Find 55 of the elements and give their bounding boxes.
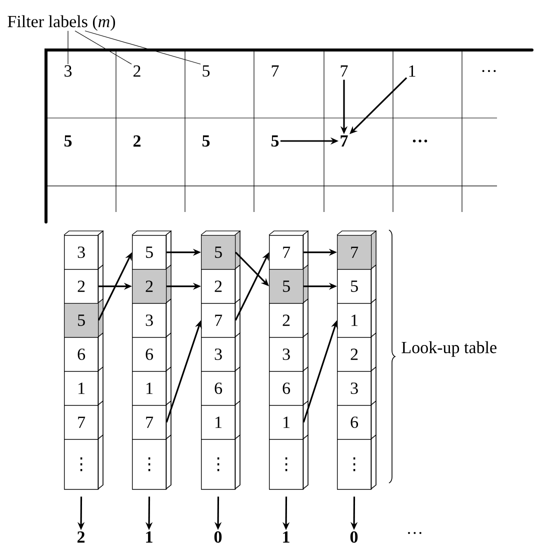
result-value: 5 — [64, 135, 72, 147]
result-value: … — [412, 140, 428, 142]
table-entry: ⋮ — [132, 434, 172, 490]
result-value: 0 — [350, 531, 358, 543]
table-value: 7 — [272, 65, 279, 77]
table-entry: 6 — [201, 366, 240, 406]
table-entry: ⋮ — [337, 434, 376, 490]
table-entry: 7 — [132, 400, 172, 440]
table-value: 3 — [64, 65, 72, 77]
table-value: 7 — [340, 65, 348, 77]
table-entry: 6 — [64, 332, 104, 372]
table-entry: 2 — [337, 332, 376, 372]
table-entry: 3 — [132, 298, 172, 338]
table-entry: ⋮ — [269, 434, 308, 490]
table-entry: 6 — [337, 400, 376, 440]
table-entry: 5 — [337, 264, 376, 304]
result-value: 5 — [271, 135, 279, 147]
result-value: 2 — [133, 135, 141, 147]
table-entry: 1 — [201, 400, 240, 440]
table-entry: 7 — [64, 400, 104, 440]
result-value: 0 — [214, 531, 222, 543]
table-entry: 6 — [269, 366, 308, 406]
ellipsis: … — [408, 532, 422, 534]
table-entry: 1 — [132, 366, 172, 406]
result-value: 1 — [283, 531, 290, 543]
table-entry: 6 — [132, 332, 172, 372]
result-value: 2 — [77, 531, 85, 543]
table-entry: 3 — [201, 332, 240, 372]
brace-label: Look-up table — [402, 341, 496, 357]
table-value: 2 — [134, 65, 140, 77]
result-value: 7 — [340, 135, 348, 147]
table-entry: 5 — [269, 264, 308, 304]
table-entry: ⋮ — [201, 434, 240, 490]
table-entry: 2 — [269, 298, 308, 338]
table-entry: 2 — [201, 264, 240, 304]
leader-line — [84, 30, 201, 64]
table-entry: 5 — [201, 230, 240, 270]
result-value: 5 — [202, 135, 210, 147]
table-value: 5 — [202, 65, 210, 77]
table-entry: 1 — [337, 298, 376, 338]
table-entry: 7 — [337, 230, 376, 270]
table-entry: 1 — [64, 366, 104, 406]
result-value: 1 — [146, 531, 152, 543]
leader-line — [74, 30, 132, 64]
table-entry: 3 — [269, 332, 308, 372]
title-label: Filter labels (m) — [8, 15, 116, 31]
table-entry: 3 — [337, 366, 376, 406]
table-entry: 7 — [201, 298, 240, 338]
table-entry: 1 — [269, 400, 308, 440]
table-entry: 5 — [64, 298, 104, 338]
table-value: 1 — [409, 65, 416, 77]
table-value: … — [482, 70, 496, 72]
table-entry: ⋮ — [64, 434, 104, 490]
table-entry: 2 — [132, 264, 172, 304]
table-entry: 3 — [64, 230, 104, 270]
